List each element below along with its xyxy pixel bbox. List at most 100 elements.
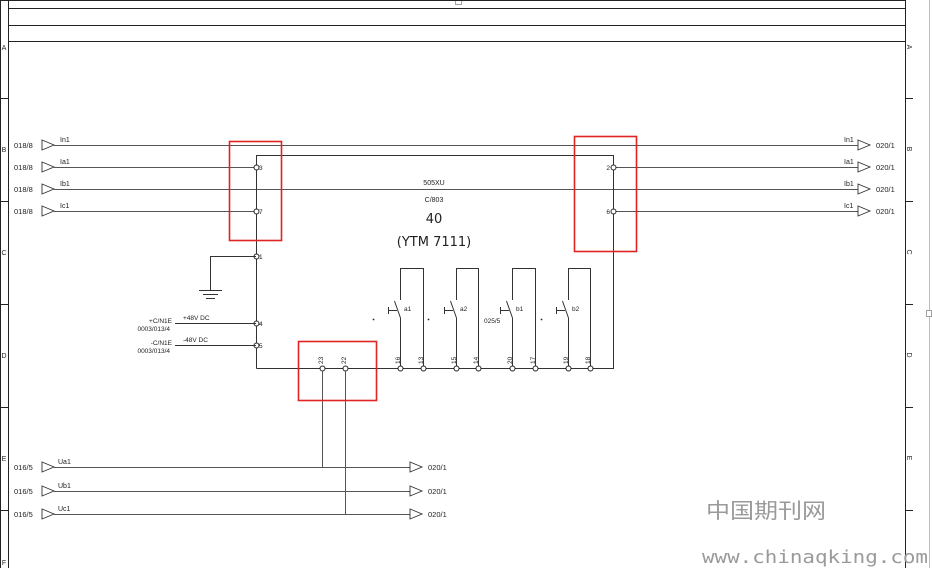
contact-label: b1 [516, 306, 524, 313]
input-arrow-icon [41, 161, 56, 173]
input-signal-label: In1 [60, 137, 70, 144]
resize-handle-right[interactable] [926, 310, 932, 317]
supply-voltage-label: +48V DC [183, 315, 210, 322]
row-marker: B [2, 147, 7, 154]
contact-loop [456, 268, 479, 368]
row-marker: C [1, 250, 6, 257]
voltage-dest-ref: 020/1 [428, 463, 447, 472]
terminal-node [610, 208, 617, 215]
output-dest-ref: 020/1 [876, 185, 895, 194]
output-signal-label: Ic1 [844, 203, 853, 210]
row-markers-left: A B C D E F [1, 45, 6, 567]
contact-loop [512, 268, 536, 368]
terminal-node [342, 365, 349, 372]
ground-connection [199, 256, 256, 299]
output-arrow-icon [857, 161, 872, 173]
output-arrow-icon [857, 139, 872, 151]
terminal-label: 15 [451, 356, 458, 364]
device-number: 40 [426, 212, 443, 227]
input-signal-label: Ib1 [60, 181, 70, 188]
contact-blade [394, 300, 401, 319]
supply-name: +C/N1E [149, 318, 173, 325]
input-source-ref: 018/8 [14, 207, 33, 216]
terminal-label: 17 [530, 356, 537, 364]
contact-ref: 025/5 [484, 318, 501, 325]
row-marker: A [2, 45, 7, 52]
contact-blade [562, 300, 569, 319]
output-ib1: Ib1 020/1 [844, 181, 895, 195]
voltage-dest-ref: 020/1 [428, 487, 447, 496]
output-signal-label: Ib1 [844, 181, 854, 188]
input-source-ref: 018/8 [14, 185, 33, 194]
current-inputs: 018/8 In1 018/8 Ia1 018/8 Ib1 018/8 Ic1 [14, 137, 858, 217]
device-model: (YTM 7111) [397, 235, 471, 250]
terminal-label: 13 [418, 356, 425, 364]
highlight-boxes [228, 135, 638, 402]
supply-ref: 0003/013/4 [137, 326, 170, 333]
device-ref: C/803 [425, 197, 444, 204]
voltage-signal-label: Uc1 [58, 506, 71, 513]
terminal-label: 5 [259, 343, 263, 350]
terminal-node [420, 365, 427, 372]
input-ic1: 018/8 Ic1 [14, 203, 256, 217]
input-arrow-icon [41, 139, 56, 151]
terminal-node [610, 164, 617, 171]
contact-a2: a2 15 14 [427, 268, 482, 372]
row-markers-right: A B C D E [905, 45, 912, 461]
highlight-box-right-terminals [573, 135, 638, 253]
output-signal-label: Ia1 [844, 159, 854, 166]
terminal-node [532, 365, 539, 372]
contact-loop [568, 268, 591, 368]
contact-b2: b2 19 18 [540, 268, 594, 372]
output-arrow-icon [409, 508, 424, 520]
row-marker: E [905, 456, 912, 461]
supply-voltage-label: -48V DC [183, 337, 208, 344]
device-code: 505XU [423, 180, 444, 187]
terminal-label: 23 [318, 356, 325, 364]
input-signal-label: Ic1 [60, 203, 69, 210]
output-signal-label: In1 [844, 137, 854, 144]
terminal-label: 18 [585, 356, 592, 364]
terminal-label: 4 [259, 321, 263, 328]
picture-selection-frame [455, 0, 932, 568]
voltage-signal-label: Ub1 [58, 483, 71, 490]
terminal-label: 3 [259, 165, 263, 172]
contact-label: a2 [460, 306, 468, 313]
supply-negative: -C/N1E 0003/013/4 -48V DC [137, 337, 256, 355]
contact-marker-dot [540, 318, 543, 321]
contact-marker-dot [372, 318, 375, 321]
terminal-label: 6 [606, 209, 610, 216]
device-40: 505XU C/803 40 (YTM 7111) 3 7 1 4 5 2 6 … [253, 155, 617, 372]
contact-label: b2 [572, 306, 580, 313]
input-arrow-icon [41, 461, 56, 473]
input-source-ref: 018/8 [14, 141, 33, 150]
contact-label: a1 [404, 306, 412, 313]
highlight-box-bottom-terminals [297, 340, 378, 402]
terminal-node [453, 365, 460, 372]
dc-supply: +C/N1E 0003/013/4 +48V DC -C/N1E 0003/01… [137, 315, 256, 355]
input-ia1: 018/8 Ia1 [14, 159, 256, 173]
voltage-taps [322, 371, 346, 514]
terminal-label: 1 [259, 254, 263, 261]
ground-wire [210, 256, 256, 290]
terminal-node [253, 208, 260, 215]
voltage-uc1: 016/5 Uc1 020/1 [14, 506, 447, 520]
terminal-node [397, 365, 404, 372]
row-marker: F [2, 560, 6, 567]
voltage-ub1: 016/5 Ub1 020/1 [14, 483, 447, 497]
contact-marker-dot [427, 318, 430, 321]
highlight-box-left-terminals [228, 140, 283, 242]
output-dest-ref: 020/1 [876, 141, 895, 150]
input-ib1: 018/8 Ib1 [14, 181, 858, 195]
terminal-label: 14 [473, 356, 480, 364]
output-arrow-icon [857, 205, 872, 217]
row-marker: D [905, 352, 912, 357]
watermark-url: www.chinaqking.com [702, 547, 928, 568]
contact-blade [450, 300, 457, 319]
terminal-label: 22 [341, 356, 348, 364]
resize-handle-top[interactable] [455, 0, 462, 5]
supply-name: -C/N1E [151, 340, 173, 347]
input-arrow-icon [41, 508, 56, 520]
voltage-source-ref: 016/5 [14, 463, 33, 472]
